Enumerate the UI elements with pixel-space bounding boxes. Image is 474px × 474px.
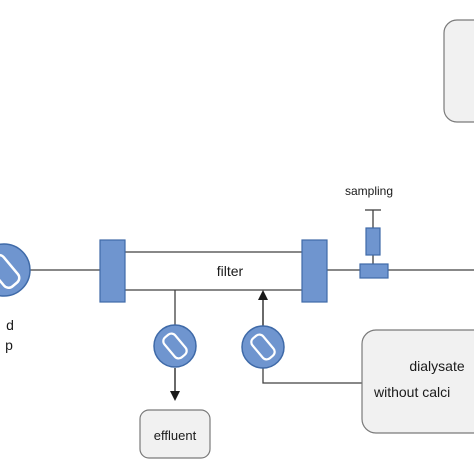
dialysate-pump-roller-icon	[250, 333, 276, 361]
filter-right-cap	[301, 239, 328, 303]
effluent-pump-icon	[153, 324, 197, 368]
pump-roller-icon	[0, 253, 21, 290]
dialysate-pump-icon	[241, 325, 285, 369]
dialysate-label-line2: without calci	[373, 384, 450, 400]
blood-pump-label-line1: d	[6, 317, 14, 333]
sampling-syringe-icon	[365, 227, 381, 256]
sampling-port	[359, 227, 389, 279]
sampling-label: sampling	[345, 184, 393, 198]
effluent-pump	[153, 324, 197, 368]
top-right-container	[443, 19, 474, 123]
dialysate-supply-line	[262, 367, 363, 384]
blood-pump	[0, 243, 31, 297]
blood-pump-label-line2: p	[5, 337, 13, 353]
dialysate-bag	[361, 329, 474, 434]
filter-label: filter	[217, 263, 244, 279]
tubing-lines	[30, 209, 474, 401]
dialysate-pump	[241, 325, 285, 369]
dialysate-label-line1: dialysate	[409, 358, 464, 374]
filter-left-cap	[99, 239, 126, 303]
sampling-tee-connector	[359, 263, 389, 279]
effluent-label: effluent	[154, 428, 197, 443]
effluent-pump-roller-icon	[162, 332, 188, 360]
effluent-container	[139, 409, 211, 459]
